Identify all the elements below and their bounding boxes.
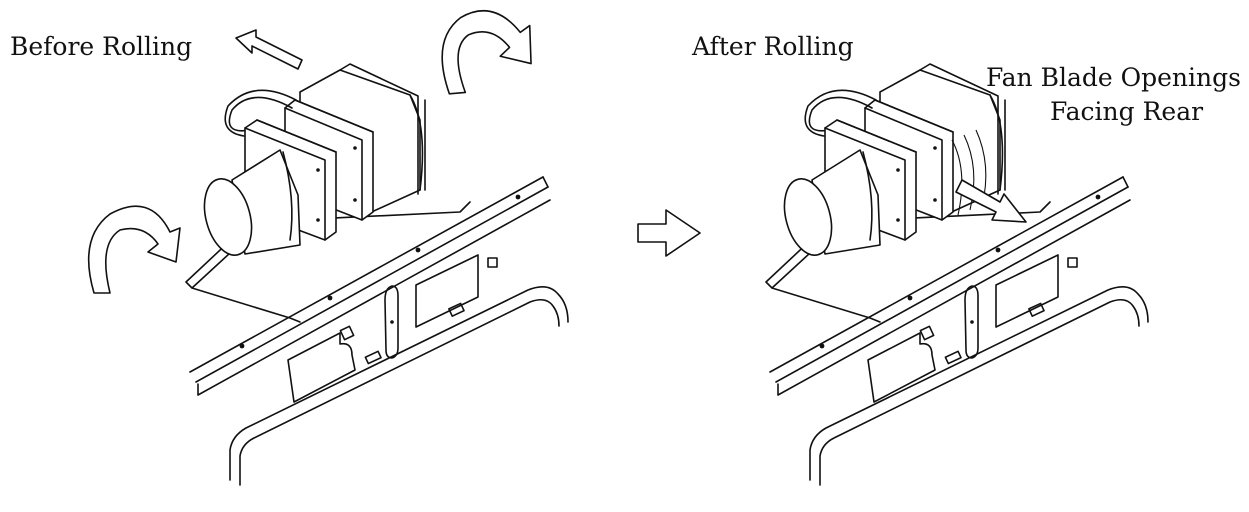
before-rolling-label: Before Rolling — [10, 32, 192, 61]
right-hollow-arrow-icon — [637, 209, 701, 257]
fan-assembly-drawing-after — [775, 63, 1006, 262]
fan-assembly-drawing — [195, 63, 426, 262]
before-rolling-panel: Before Rolling — [10, 9, 569, 486]
rotate-arrow-upper-icon — [441, 9, 532, 95]
after-rolling-label: After Rolling — [691, 32, 854, 61]
rotate-arrow-lower-icon — [87, 205, 181, 294]
airflow-direction-arrow-icon — [955, 179, 1027, 223]
after-rolling-panel: After Rolling Fan Blade Openings Facing … — [691, 32, 1241, 486]
callout-line-1: Fan Blade Openings — [986, 63, 1241, 92]
push-direction-arrow-icon — [235, 29, 303, 70]
callout-line-2: Facing Rear — [1050, 97, 1203, 126]
